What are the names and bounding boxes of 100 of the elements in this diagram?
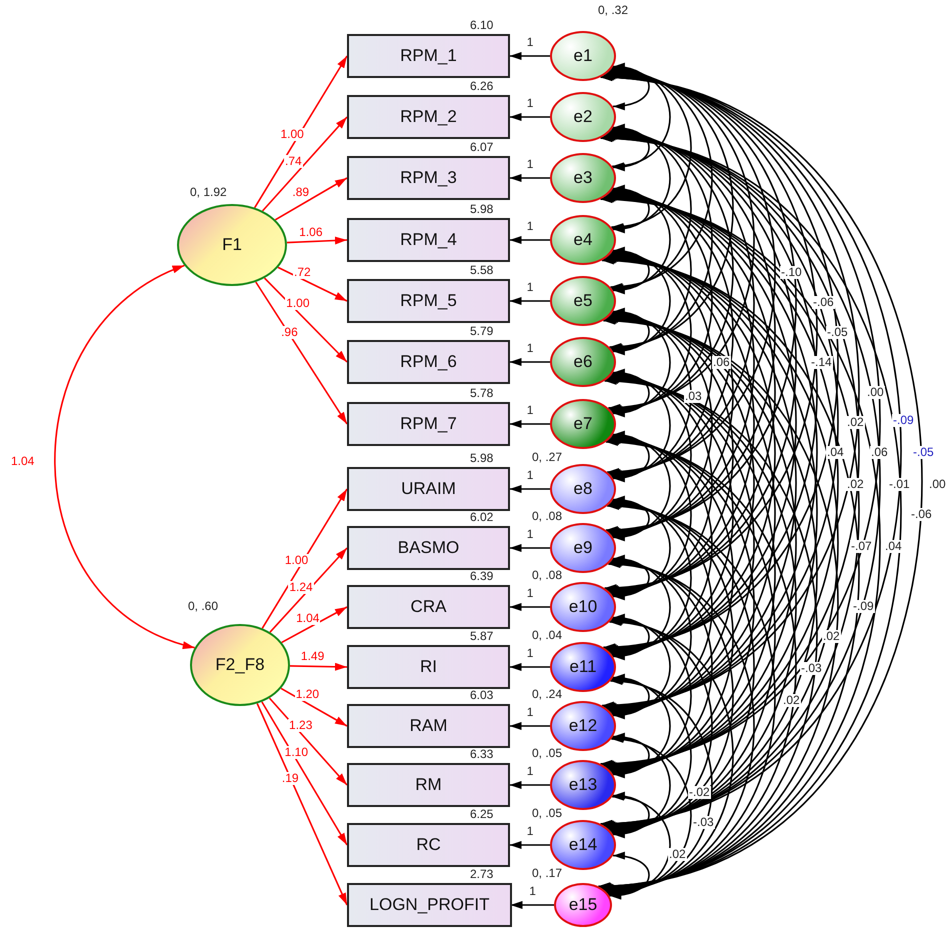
edge-label: 1 (526, 647, 534, 660)
path-arrow (510, 113, 550, 121)
observed-variable-box: CRA (347, 585, 510, 629)
observed-variable-box: RAM (347, 704, 510, 748)
covariance-estimate: .04 (826, 446, 845, 459)
covariance-arrow (612, 187, 671, 292)
edge-label: 1 (526, 706, 534, 719)
covariance-arrow (612, 185, 650, 233)
observed-variable-box: RC (347, 823, 510, 867)
path-arrow (290, 662, 348, 671)
covariance-arrow (612, 432, 650, 482)
path-arrow (510, 901, 554, 909)
parameter-estimate: 2.73 (470, 868, 494, 881)
covariance-arrow (611, 312, 692, 478)
covariance-arrow (608, 794, 671, 898)
path-arrow (510, 485, 550, 493)
edge-label: 1.00 (285, 297, 310, 310)
covariance-arrow (612, 249, 671, 353)
edge-label: 1.49 (300, 650, 326, 664)
covariance-estimate: -.06 (910, 508, 933, 521)
error-term-ellipse: e14 (550, 820, 616, 870)
covariance-arrow (611, 66, 692, 230)
parameter-estimate: 0, .27 (532, 451, 562, 464)
edge-label: 1 (526, 528, 534, 541)
path-arrow (274, 177, 348, 220)
parameter-estimate: 6.25 (470, 808, 494, 821)
edge-label: 1 (526, 342, 534, 355)
path-arrow (262, 116, 348, 212)
error-term-ellipse: e1 (550, 31, 616, 81)
covariance-estimate: .02 (846, 416, 865, 429)
error-term-ellipse: e10 (550, 582, 616, 632)
covariance-arrow (612, 792, 650, 838)
covariance-estimate: -.05 (912, 446, 935, 459)
edge-label: 1.24 (288, 580, 314, 594)
covariance-arrow (609, 314, 734, 594)
observed-variable-box: RI (347, 645, 510, 689)
edge-label: 1 (528, 885, 537, 898)
covariance-arrow (610, 500, 713, 714)
covariance-arrow (608, 70, 755, 410)
covariance-arrow (611, 434, 692, 597)
covariance-estimate: -.14 (810, 356, 833, 369)
error-term-ellipse: e4 (550, 215, 616, 265)
covariance-estimate: -.06 (812, 296, 835, 309)
covariance-estimate: -.07 (850, 540, 873, 553)
covariance-arrow (608, 192, 755, 534)
covariance-arrow (608, 736, 692, 896)
parameter-estimate: 5.58 (470, 264, 494, 277)
edge-label: 1.10 (284, 746, 309, 759)
covariance-arrow (611, 677, 692, 835)
covariance-arrow (612, 674, 650, 719)
covariance-estimate: .04 (884, 540, 903, 553)
covariance-estimate: -.09 (852, 600, 875, 613)
observed-variable-box: RPM_2 (347, 95, 510, 139)
covariance-arrow (606, 70, 776, 474)
edge-label: 1 (526, 825, 534, 838)
covariance-estimate: -.03 (692, 816, 715, 829)
edge-label: 1 (526, 97, 534, 110)
parameter-estimate: 0, .17 (532, 867, 562, 880)
covariance-arrow (608, 376, 755, 712)
edge-label: .89 (291, 186, 310, 200)
covariance-arrow (610, 128, 713, 350)
parameter-estimate: 5.78 (470, 387, 494, 400)
covariance-arrow (612, 498, 671, 598)
covariance-arrow (609, 374, 734, 654)
covariance-estimate: .02 (846, 478, 865, 491)
error-term-ellipse: e6 (550, 337, 616, 387)
parameter-estimate: 0, 1.92 (190, 186, 227, 199)
edge-label: .19 (280, 772, 300, 786)
parameter-estimate: 6.07 (470, 141, 494, 154)
covariance-arrow (608, 438, 755, 772)
covariance-arrow (612, 310, 671, 415)
covariance-arrow (606, 620, 734, 894)
covariance-arrow (609, 852, 650, 899)
covariance-arrow (611, 188, 692, 352)
path-arrow (510, 358, 550, 366)
path-arrow (510, 603, 550, 611)
path-arrow (255, 282, 348, 424)
path-arrow (510, 420, 550, 428)
covariance-arrow (609, 130, 734, 412)
observed-variable-box: RM (347, 763, 510, 807)
covariance-arrow (611, 372, 692, 538)
path-arrow (510, 841, 550, 849)
path-arrow (510, 663, 550, 671)
covariance-arrow (608, 130, 755, 476)
path-arrow (510, 544, 550, 552)
edge-label: .74 (284, 155, 303, 168)
edge-label: 1 (526, 281, 534, 294)
covariance-arrow (609, 502, 734, 772)
parameter-estimate: 5.98 (470, 452, 494, 465)
path-arrow (264, 278, 348, 363)
path-arrow (281, 606, 348, 644)
latent-variable-ellipse: F1 (177, 204, 287, 286)
parameter-estimate: 0, .05 (532, 807, 562, 820)
parameter-estimate: 6.03 (470, 689, 494, 702)
covariance-arrow (612, 614, 650, 660)
edge-label: 1.06 (298, 226, 324, 238)
covariance-arrow (612, 371, 671, 480)
edge-label: 1.04 (295, 612, 320, 625)
parameter-estimate: 5.87 (470, 630, 494, 643)
covariance-arrow (609, 436, 734, 714)
